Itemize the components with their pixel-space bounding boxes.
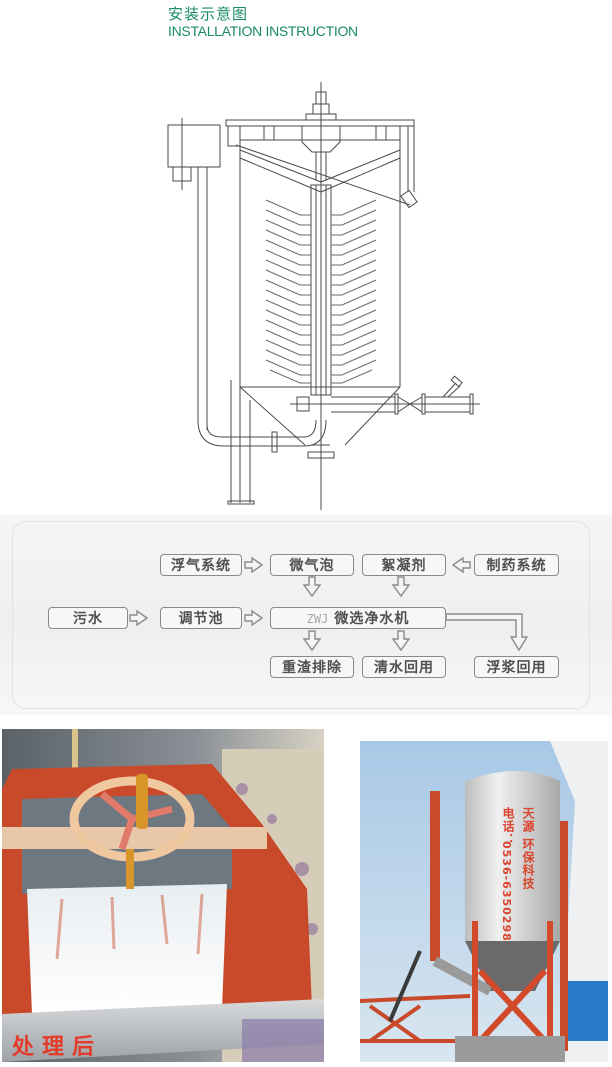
box-clean-water-reuse: 清水回用 (362, 656, 446, 678)
box-dosing-system: 制药系统 (474, 554, 559, 576)
box-air-system: 浮气系统 (160, 554, 242, 576)
title-chinese: 安装示意图 (168, 5, 249, 23)
photo-treated-water-illustration (2, 729, 324, 1062)
box-sludge-discharge: 重渣排除 (270, 656, 354, 678)
tank-phone-label: 电话： (501, 807, 515, 846)
box-regulating-tank: 调节池 (160, 607, 242, 629)
box-flocculant: 絮凝剂 (362, 554, 446, 576)
box-micro-bubbles: 微气泡 (270, 554, 354, 576)
photo-treated-water: 处理后 (2, 729, 324, 1062)
box-scum-reuse: 浮浆回用 (474, 656, 559, 678)
tank-phone-number: 0536-6350298 (500, 841, 513, 942)
photo-installed-tank-illustration (360, 741, 608, 1062)
photo-installed-tank: 天源 环保科技 电话： 0536-6350298 (360, 741, 608, 1062)
title-english: INSTALLATION INSTRUCTION (168, 23, 358, 39)
box-zwj-purifier: ZWJ 微选净水机 (270, 607, 446, 629)
box-sewage: 污水 (48, 607, 128, 629)
photo-caption-after-treatment: 处理后 (12, 1034, 103, 1060)
flow-arrows (129, 556, 529, 652)
flow-frame (12, 521, 590, 709)
machine-name: 微选净水机 (334, 611, 410, 627)
installation-drawing (167, 82, 480, 510)
machine-model-prefix: ZWJ (306, 612, 329, 626)
process-flow-chart: 浮气系统 微气泡 絮凝剂 制药系统 污水 调节池 ZWJ 微选净水机 重渣排除 清… (0, 515, 612, 715)
tank-company-name: 天源 环保科技 (521, 807, 535, 891)
